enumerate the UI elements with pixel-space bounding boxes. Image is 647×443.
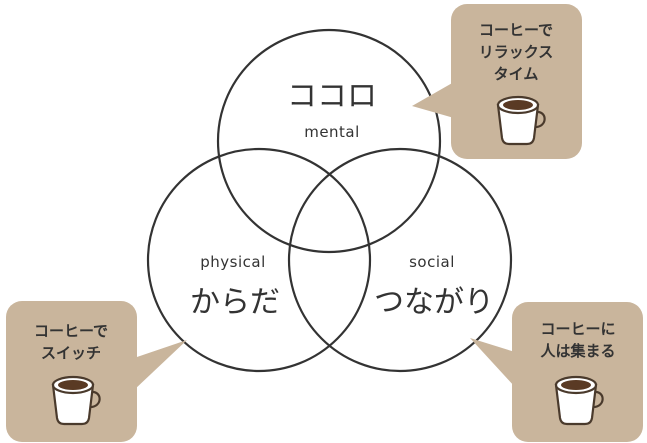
coffee-cup-icon bbox=[496, 95, 546, 146]
gather-bubble-pointer bbox=[470, 338, 515, 387]
switch-bubble-pointer bbox=[134, 340, 187, 390]
mental-sub-label: mental bbox=[304, 123, 360, 141]
gather-line-2: 人は集まる bbox=[540, 342, 615, 360]
mental-main-label: ココロ bbox=[287, 79, 377, 114]
mental-circle bbox=[216, 28, 442, 254]
switch-bubble-box bbox=[6, 301, 137, 442]
physical-circle bbox=[146, 147, 372, 373]
social-circle bbox=[287, 147, 513, 373]
coffee-cup-icon bbox=[51, 375, 101, 426]
gather-bubble-box bbox=[512, 302, 643, 442]
relax-bubble: コーヒーで リラックス タイム bbox=[412, 4, 582, 159]
relax-bubble-pointer bbox=[412, 82, 454, 118]
switch-line-2: スイッチ bbox=[41, 344, 101, 362]
switch-line-1: コーヒーで bbox=[34, 322, 108, 340]
venn-circles bbox=[146, 28, 513, 373]
physical-main-label: からだ bbox=[190, 285, 280, 320]
gather-line-1: コーヒーに bbox=[540, 320, 615, 338]
social-sub-label: social bbox=[409, 253, 455, 271]
social-main-label: つながり bbox=[374, 285, 494, 320]
coffee-cup-icon bbox=[554, 375, 604, 426]
switch-bubble: コーヒーで スイッチ bbox=[6, 301, 187, 442]
relax-line-2: リラックス bbox=[479, 43, 554, 61]
physical-sub-label: physical bbox=[200, 253, 266, 271]
gather-bubble: コーヒーに 人は集まる bbox=[470, 302, 643, 442]
relax-line-3: タイム bbox=[494, 65, 539, 83]
relax-line-1: コーヒーで bbox=[479, 21, 553, 39]
relax-bubble-box bbox=[451, 4, 582, 159]
